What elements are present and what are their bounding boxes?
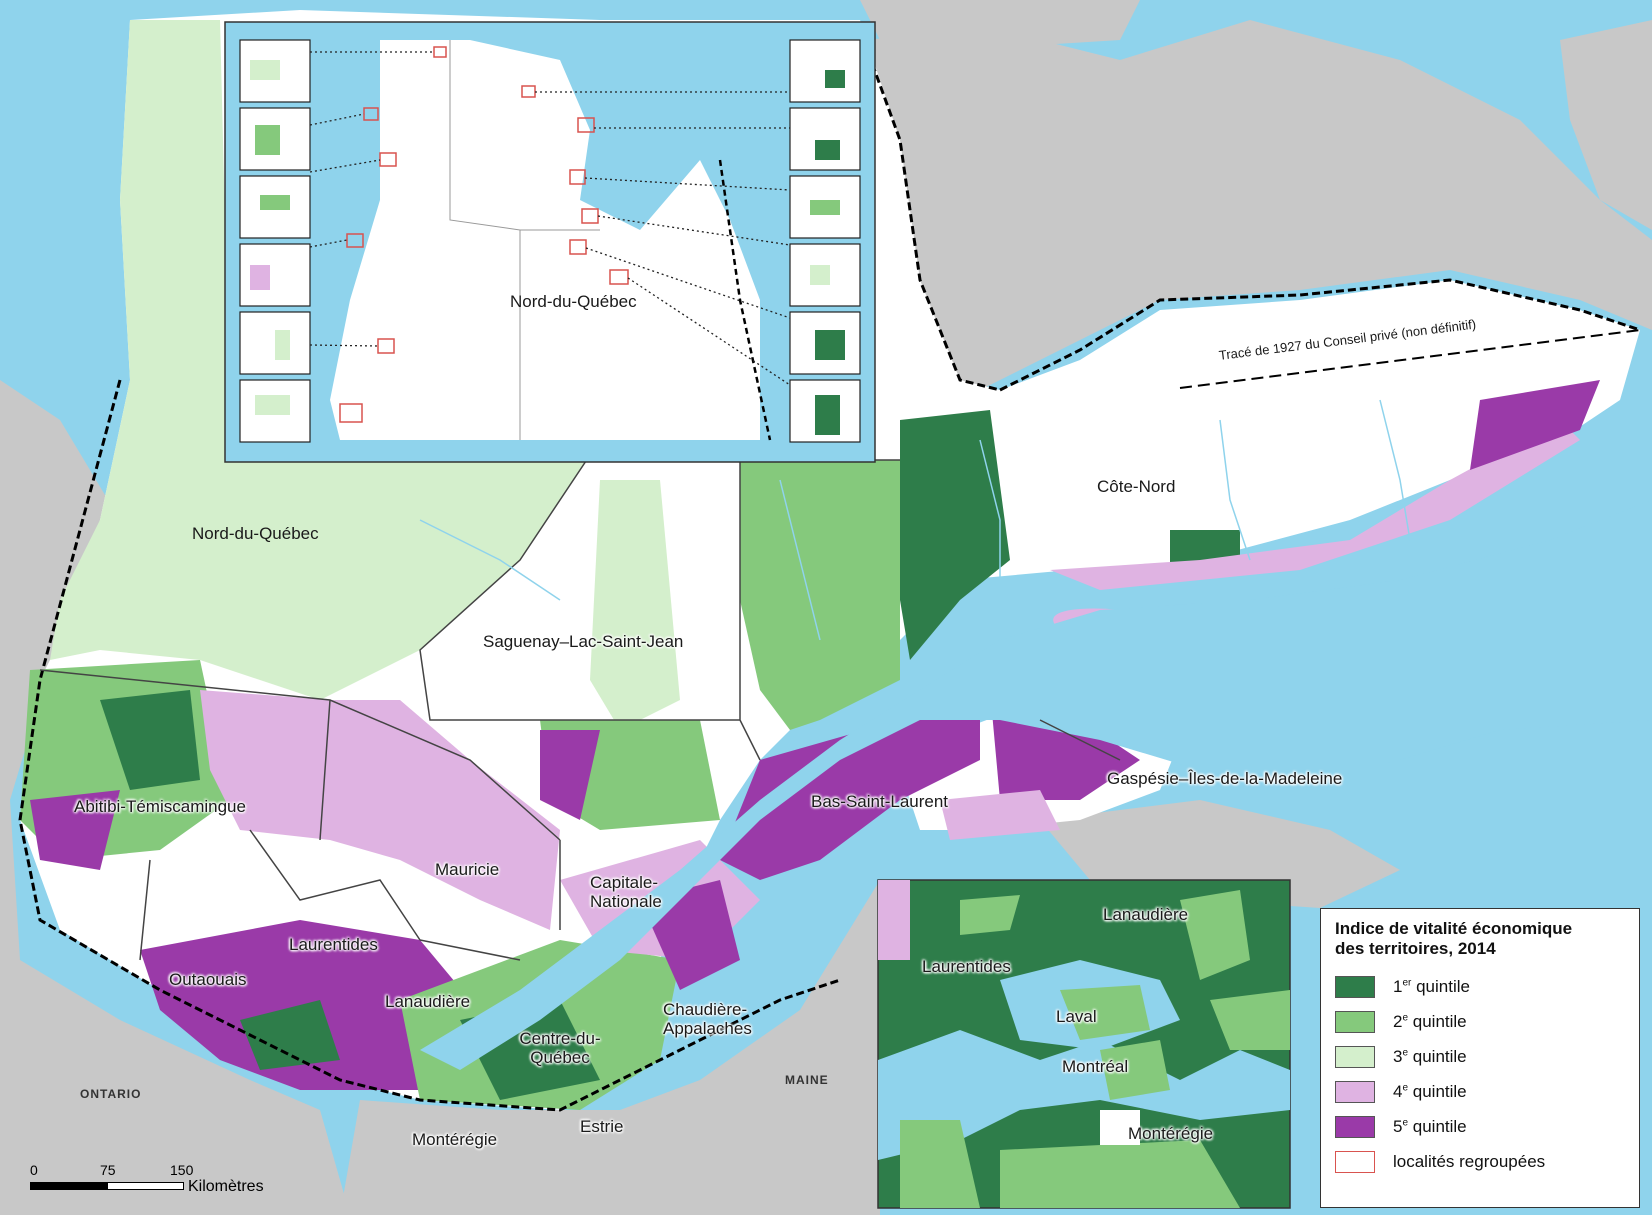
legend-item-q4: 4e quintile (1335, 1075, 1625, 1110)
label-gaspesie: Gaspésie–Îles-de-la-Madeleine (1107, 769, 1343, 788)
region-cote-nord-coast-purple (1470, 380, 1600, 470)
label-monteregie: Montérégie (412, 1130, 498, 1149)
region-borders (39, 439, 1121, 961)
legend-q3-text: quintile (1408, 1047, 1467, 1067)
legend-q2-sup: e (1402, 1012, 1409, 1024)
legend-q1-num: 1 (1393, 977, 1403, 997)
legend-q5-text: quintile (1408, 1117, 1467, 1137)
northern-inset-lines (449, 40, 600, 440)
thumbnail-fills (250, 60, 845, 435)
region-mauricie-purple (200, 690, 560, 930)
legend-item-regroupees: localités regroupées (1335, 1145, 1625, 1180)
label-nord-inset: Nord-du-Québec (510, 292, 637, 311)
legend-swatch-q1 (1335, 976, 1375, 999)
land-labrador (860, 20, 1652, 400)
legend-q4-sup: e (1402, 1082, 1409, 1094)
legend-q1-sup: er (1402, 977, 1412, 989)
region-gaspesie-pale (940, 790, 1060, 840)
label-abitibi: Abitibi-Témiscamingue (74, 797, 246, 816)
legend-q5-sup: e (1402, 1117, 1409, 1129)
label-laurentides: Laurentides (289, 935, 378, 954)
region-nord-du-quebec (50, 20, 600, 700)
legend-title-line2: des territoires, 2014 (1335, 939, 1496, 959)
region-south-shore-purple (720, 700, 980, 880)
northern-inset-land (330, 40, 760, 440)
legend-item-q2: 2e quintile (1335, 1005, 1625, 1040)
region-south-mix-6 (240, 1000, 340, 1070)
region-cote-nord-green1 (900, 410, 1010, 660)
label-ontario: ONTARIO (80, 1087, 142, 1101)
land-newfoundland (1560, 20, 1652, 230)
legend-title-line1: Indice de vitalité économique (1335, 919, 1573, 938)
zoom-label-lanaudiere: Lanaudière (1103, 905, 1189, 924)
inset-locator-squares (339, 46, 629, 423)
trace-1927-line (1179, 329, 1641, 389)
provincial-border (18, 29, 1641, 1112)
map-legend: Indice de vitalité économique des territ… (1320, 908, 1640, 1208)
zoom-label-montreal: Montréal (1062, 1057, 1129, 1076)
label-capitale: Capitale-Nationale (590, 873, 662, 911)
label-cote-nord: Côte-Nord (1097, 477, 1176, 496)
label-nord-main: Nord-du-Québec (192, 524, 319, 543)
zoom-label-laurentides: Laurentides (922, 957, 1011, 976)
legend-q3-num: 3 (1393, 1047, 1403, 1067)
scale-bar: 0 75 150 Kilomètres (30, 1162, 290, 1196)
montreal-inset-patches (878, 880, 1290, 1208)
region-cote-nord-green2 (740, 460, 900, 730)
label-maine: MAINE (785, 1073, 829, 1087)
scale-segment-black (30, 1182, 107, 1190)
zoom-label-monteregie: Montérégie (1128, 1124, 1214, 1143)
scale-unit: Kilomètres (188, 1178, 264, 1195)
region-abitibi-dark (100, 690, 200, 790)
legend-title: Indice de vitalité économique des territ… (1335, 919, 1625, 960)
legend-swatch-q2 (1335, 1011, 1375, 1034)
scale-tick-150: 150 (170, 1162, 194, 1178)
region-abitibi-purple (30, 790, 120, 870)
scale-tick-75: 75 (100, 1162, 116, 1178)
label-bas-saint-laurent: Bas-Saint-Laurent (811, 792, 949, 811)
legend-q3-sup: e (1402, 1047, 1409, 1059)
label-chaudiere: Chaudière-Appalaches (663, 1000, 752, 1038)
legend-q4-text: quintile (1408, 1082, 1467, 1102)
legend-q5-num: 5 (1393, 1117, 1403, 1137)
label-centre-du-quebec: Centre-du-Québec (519, 1029, 601, 1067)
legend-q2-text: quintile (1408, 1012, 1467, 1032)
legend-item-q1: 1er quintile (1335, 970, 1625, 1005)
legend-regroupees-text: localités regroupées (1393, 1152, 1546, 1172)
region-saguenay-purple (540, 730, 600, 820)
scale-tick-0: 0 (30, 1162, 38, 1178)
label-estrie: Estrie (580, 1117, 624, 1136)
label-mauricie: Mauricie (435, 860, 500, 879)
legend-q2-num: 2 (1393, 1012, 1403, 1032)
inset-leader-lines (309, 51, 791, 386)
legend-item-q5: 5e quintile (1335, 1110, 1625, 1145)
legend-swatch-q5 (1335, 1116, 1375, 1139)
legend-q4-num: 4 (1393, 1082, 1403, 1102)
legend-q1-text: quintile (1411, 977, 1470, 997)
rivers (419, 399, 1411, 641)
land-us-maine (340, 880, 880, 1215)
region-cote-nord-coast (1050, 420, 1580, 590)
st-lawrence-river (420, 500, 1652, 1070)
scale-segment-white (107, 1182, 184, 1190)
legend-item-q3: 3e quintile (1335, 1040, 1625, 1075)
legend-swatch-q3 (1335, 1046, 1375, 1069)
zoom-label-laval: Laval (1056, 1007, 1097, 1026)
land-labrador-north (860, 0, 1140, 50)
label-lanaudiere: Lanaudière (385, 992, 471, 1011)
label-saguenay: Saguenay–Lac-Saint-Jean (483, 632, 684, 651)
northern-inset-border (718, 159, 772, 441)
label-outaouais: Outaouais (169, 970, 247, 989)
region-saguenay-green1 (590, 480, 680, 730)
legend-swatch-q4 (1335, 1081, 1375, 1104)
legend-swatch-regroupees (1335, 1151, 1375, 1174)
